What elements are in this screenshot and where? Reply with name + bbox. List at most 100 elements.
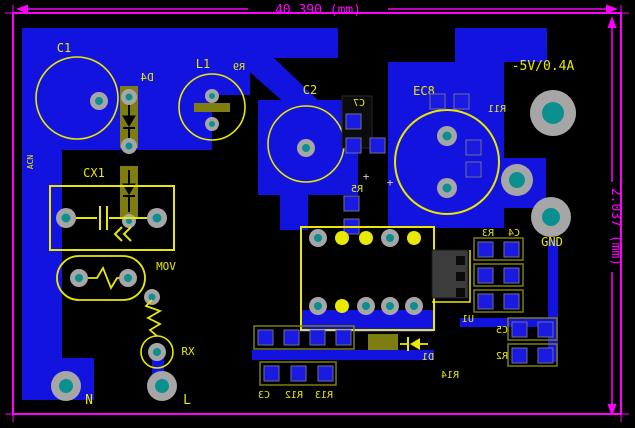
d1-body bbox=[368, 334, 398, 350]
pad-c2[interactable] bbox=[297, 139, 315, 157]
smd-pad[interactable] bbox=[477, 267, 494, 284]
pad-mid[interactable] bbox=[501, 164, 533, 196]
component-rx[interactable]: RX bbox=[140, 299, 195, 369]
smd-pad[interactable] bbox=[503, 267, 520, 284]
label-c4-mirrored: C4 bbox=[508, 228, 520, 239]
component-transformer[interactable] bbox=[300, 226, 435, 331]
pad-l1-1[interactable] bbox=[205, 89, 219, 103]
smd-pad[interactable] bbox=[465, 139, 482, 156]
pad-cx1-right[interactable] bbox=[147, 208, 167, 228]
copper-pour[interactable] bbox=[22, 28, 338, 150]
pad-rx[interactable] bbox=[148, 343, 166, 361]
rx-outline bbox=[140, 335, 174, 369]
ec8-outline bbox=[394, 109, 500, 215]
smd-pad[interactable] bbox=[345, 137, 362, 154]
component-c7[interactable]: C7 bbox=[341, 95, 386, 154]
smd-cluster-right[interactable]: R3 C4 C5 R2 bbox=[473, 228, 558, 367]
dimension-top: 40.390 (mm) bbox=[16, 3, 618, 18]
component-l1[interactable]: L1 R9 bbox=[178, 57, 246, 141]
component-u1[interactable]: U1 bbox=[431, 249, 474, 325]
component-outline bbox=[473, 237, 524, 261]
pad-xfmr[interactable] bbox=[309, 229, 327, 247]
copper-trace[interactable] bbox=[548, 240, 558, 362]
smd-pad[interactable] bbox=[503, 293, 520, 310]
smd-pad[interactable] bbox=[290, 365, 307, 382]
smd-pad[interactable] bbox=[511, 347, 528, 364]
smd-pad[interactable] bbox=[429, 93, 446, 110]
smd-pad[interactable] bbox=[503, 241, 520, 258]
label-r11-mirrored: R11 bbox=[488, 104, 506, 115]
plus-mark: + bbox=[363, 170, 370, 183]
label-d4-mirrored: D4 bbox=[140, 71, 154, 84]
pad-xfmr[interactable] bbox=[357, 297, 375, 315]
pad-d2[interactable] bbox=[122, 214, 136, 228]
smd-pad[interactable] bbox=[309, 329, 326, 346]
pad-ec8-1[interactable] bbox=[437, 126, 457, 146]
pad-line[interactable] bbox=[147, 371, 177, 401]
component-d1[interactable]: D1 R14 bbox=[368, 334, 459, 381]
u1-pin bbox=[456, 272, 465, 281]
label-line: L bbox=[183, 393, 191, 408]
via[interactable] bbox=[359, 231, 373, 245]
pad-c1[interactable] bbox=[90, 92, 108, 110]
component-d4[interactable]: D4 bbox=[120, 71, 154, 154]
pad-cx1-left[interactable] bbox=[56, 208, 76, 228]
component-ec8[interactable]: EC8 + + bbox=[363, 84, 500, 215]
smd-pad[interactable] bbox=[477, 241, 494, 258]
copper-pour[interactable] bbox=[455, 28, 547, 62]
via[interactable] bbox=[407, 231, 421, 245]
dimension-right-value: 2.037 (mm) bbox=[608, 188, 623, 266]
component-outline bbox=[473, 289, 524, 313]
smd-pad[interactable] bbox=[537, 347, 554, 364]
label-r13-mirrored: R13 bbox=[315, 390, 333, 401]
pad-d4-2[interactable] bbox=[121, 138, 137, 154]
smd-pad[interactable] bbox=[283, 329, 300, 346]
copper-trace[interactable] bbox=[252, 350, 434, 360]
copper-trace[interactable] bbox=[234, 58, 324, 106]
smd-pad[interactable] bbox=[537, 321, 554, 338]
copper-trace[interactable] bbox=[460, 318, 552, 327]
smd-pad[interactable] bbox=[317, 365, 334, 382]
label-mov: MOV bbox=[156, 260, 176, 273]
pad-gnd[interactable] bbox=[531, 197, 571, 237]
copper-trace[interactable] bbox=[280, 195, 308, 230]
pad-mov-left[interactable] bbox=[70, 269, 88, 287]
pad-xfmr[interactable] bbox=[309, 297, 327, 315]
pad-xfmr[interactable] bbox=[381, 297, 399, 315]
smd-cluster-bottom[interactable]: C3 R12 R13 bbox=[253, 325, 355, 401]
smd-pad[interactable] bbox=[335, 329, 352, 346]
smd-pad[interactable] bbox=[477, 293, 494, 310]
via[interactable] bbox=[335, 231, 349, 245]
pad-neutral[interactable] bbox=[51, 371, 81, 401]
smd-pad[interactable] bbox=[263, 365, 280, 382]
smd-pad[interactable] bbox=[345, 113, 362, 130]
via[interactable] bbox=[335, 299, 349, 313]
board-outline bbox=[5, 5, 629, 422]
label-c5-mirrored: C5 bbox=[496, 325, 508, 336]
pad-xfmr[interactable] bbox=[405, 297, 423, 315]
component-mov[interactable]: MOV bbox=[56, 255, 176, 305]
pad-mov-right[interactable] bbox=[119, 269, 137, 287]
pad-l1-2[interactable] bbox=[205, 117, 219, 131]
pad-d4-1[interactable] bbox=[121, 89, 137, 105]
smd-pad[interactable] bbox=[465, 161, 482, 178]
component-c2[interactable]: C2 bbox=[267, 83, 345, 183]
component-c1[interactable]: C1 bbox=[35, 41, 119, 140]
smd-pad[interactable] bbox=[369, 137, 386, 154]
smd-pad[interactable] bbox=[257, 329, 274, 346]
pad-mov-aux[interactable] bbox=[144, 289, 160, 305]
pad-ec8-2[interactable] bbox=[437, 178, 457, 198]
copper-pour[interactable] bbox=[22, 150, 62, 398]
smd-pad[interactable] bbox=[343, 195, 360, 212]
label-ec8: EC8 bbox=[413, 84, 435, 98]
pad-xfmr[interactable] bbox=[381, 229, 399, 247]
pad-output[interactable] bbox=[530, 90, 576, 136]
mov-outline bbox=[56, 255, 146, 301]
component-cx1[interactable]: CX1 bbox=[49, 166, 175, 251]
smd-pad[interactable] bbox=[453, 93, 470, 110]
plus-mark: + bbox=[387, 176, 394, 189]
l1-outline bbox=[178, 73, 246, 141]
smd-pad[interactable] bbox=[511, 321, 528, 338]
